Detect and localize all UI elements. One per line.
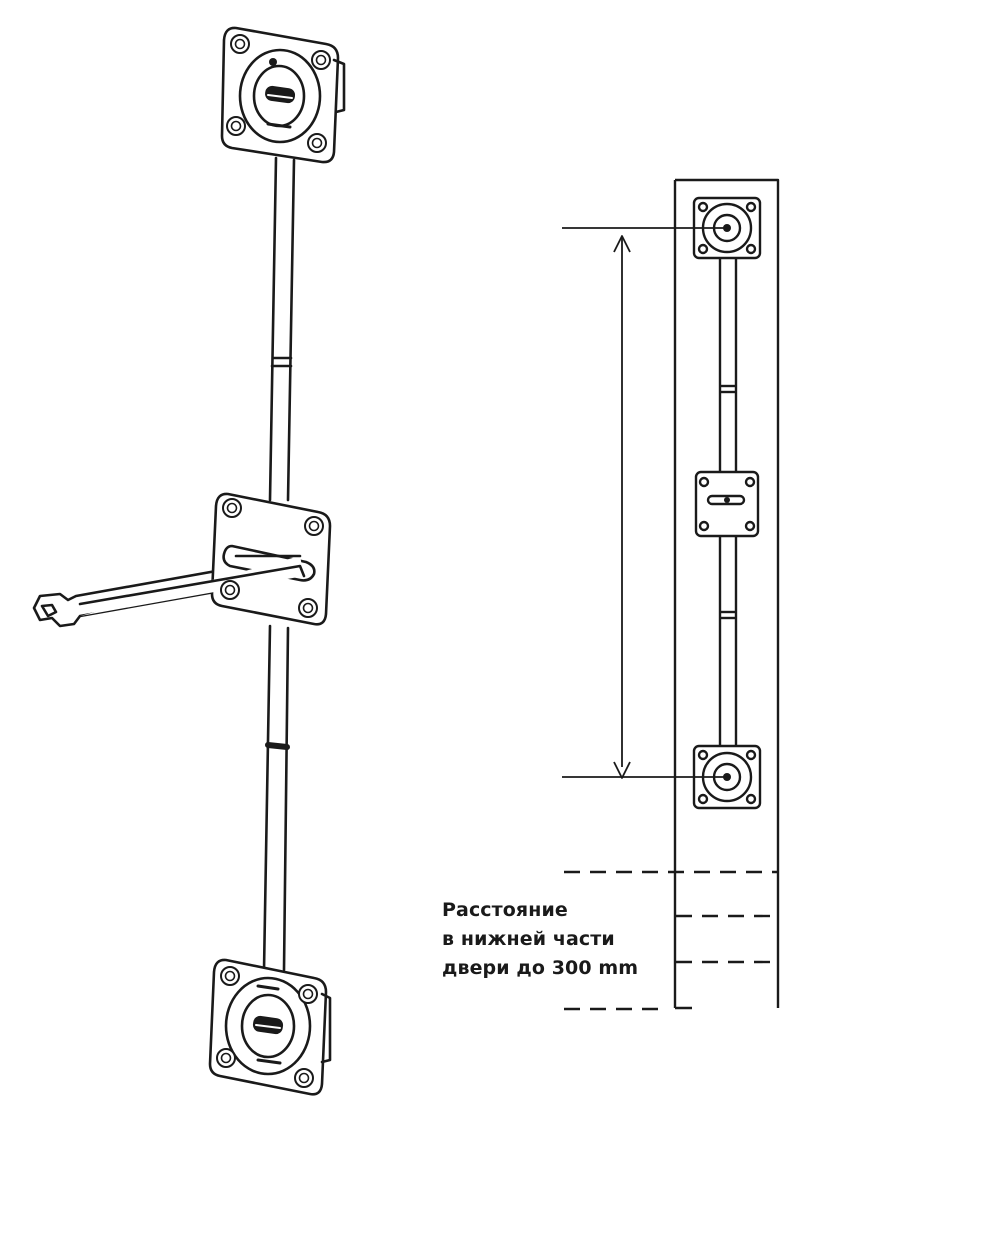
front-middle-lock xyxy=(694,470,760,538)
top-mount-plate xyxy=(220,26,346,164)
upper-rod xyxy=(268,156,296,502)
lock-perspective-drawing xyxy=(32,26,346,1096)
middle-mount-plate xyxy=(78,492,332,626)
caption-line-1: Расстояние xyxy=(442,899,568,921)
lock-front-view-drawing xyxy=(562,178,780,1011)
lower-rod xyxy=(262,624,290,972)
bottom-range-dashes xyxy=(564,870,778,1011)
bottom-mount-plate xyxy=(208,958,332,1096)
front-rod xyxy=(718,258,738,748)
door-panel-outline xyxy=(673,178,780,1010)
distance-caption: Расстояние в нижней части двери до 300 m… xyxy=(442,896,702,983)
caption-line-3: двери до 300 mm xyxy=(442,957,639,979)
dimension-arrow xyxy=(562,227,727,779)
caption-line-2: в нижней части xyxy=(442,928,615,950)
